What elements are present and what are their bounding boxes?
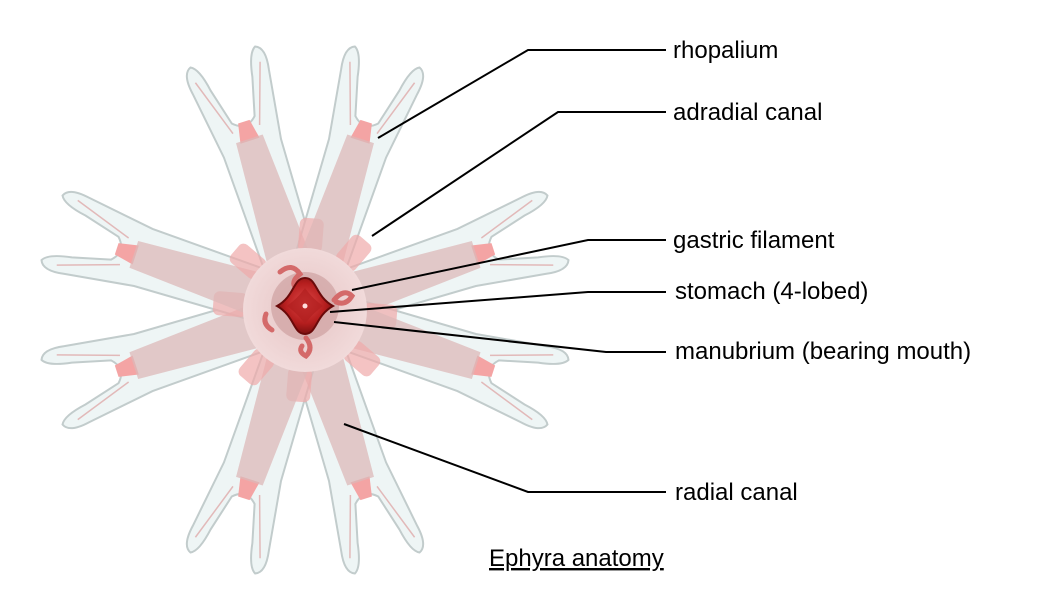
label-gastric-filament: gastric filament xyxy=(673,227,835,254)
label-manubrium: manubrium (bearing mouth) xyxy=(675,338,971,365)
manubrium xyxy=(274,276,336,336)
radial-canal xyxy=(129,304,265,379)
radial-canal xyxy=(345,304,481,379)
radial-canal xyxy=(236,350,311,486)
gastric-filament xyxy=(331,290,356,306)
gastric-filament xyxy=(262,311,275,333)
adradial-canal xyxy=(343,341,381,377)
radial-canal xyxy=(129,241,265,316)
adradial-canal-stub xyxy=(343,341,381,377)
leader-stomach xyxy=(329,291,666,313)
radial-canal-band xyxy=(129,304,265,379)
radial-canal-band xyxy=(345,241,481,316)
lappet-canal xyxy=(349,485,416,559)
label-radial-canal: radial canal xyxy=(675,479,798,506)
radial-canal xyxy=(345,241,481,316)
radial-canal-band xyxy=(129,241,265,316)
adradial-canal-stub xyxy=(229,243,267,279)
leader-radial-canal xyxy=(343,423,666,493)
adradial-canal xyxy=(229,243,267,279)
lappet-canal xyxy=(56,354,130,421)
radial-canal xyxy=(236,134,311,270)
radial-canal-band xyxy=(299,350,374,486)
leader-rhopalium xyxy=(377,49,666,139)
gastric-filaments xyxy=(262,265,356,360)
lappet-canal xyxy=(56,199,130,266)
lappet-canal xyxy=(194,485,261,559)
gastric-filament xyxy=(277,265,304,291)
adradial-canal-stub xyxy=(336,234,372,272)
diagram-title: Ephyra anatomy xyxy=(489,545,664,572)
lappet-canal xyxy=(349,61,416,135)
label-stomach: stomach (4-lobed) xyxy=(675,278,868,305)
leader-manubrium xyxy=(333,321,666,353)
radial-canal xyxy=(299,350,374,486)
gastric-filament xyxy=(298,335,313,360)
radial-canal-band xyxy=(236,134,311,270)
adradial-canal xyxy=(238,348,274,386)
lappet-canal xyxy=(480,199,554,266)
leader-lines xyxy=(329,49,666,493)
radial-canal-band xyxy=(345,304,481,379)
adradial-canal-stub xyxy=(238,348,274,386)
radial-canal-band xyxy=(236,350,311,486)
radial-canal xyxy=(299,134,374,270)
leader-adradial-canal xyxy=(371,111,666,237)
label-rhopalium: rhopalium xyxy=(673,37,778,64)
label-adradial-canal: adradial canal xyxy=(673,99,822,126)
leader-gastric-filament xyxy=(351,239,666,291)
radial-canal-band xyxy=(299,134,374,270)
lappet-canal xyxy=(194,61,261,135)
lappet-canal xyxy=(480,354,554,421)
canals-group xyxy=(129,134,481,486)
adradial-canal xyxy=(336,234,372,272)
